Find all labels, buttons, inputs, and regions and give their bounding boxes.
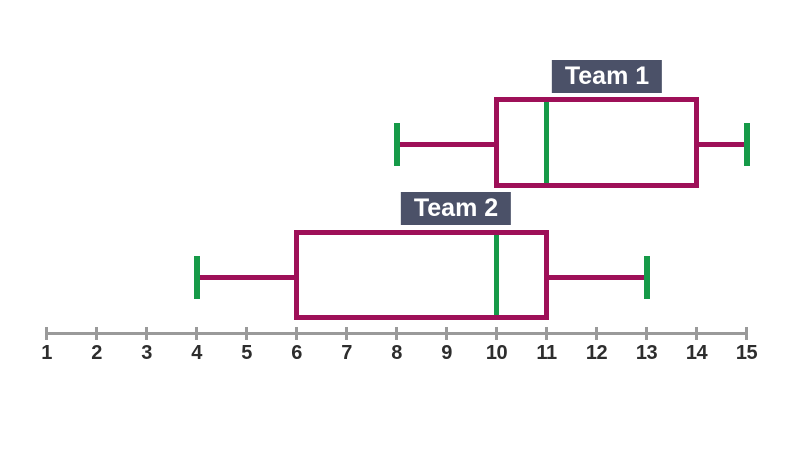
whisker-line-left-team-2 <box>196 274 297 280</box>
whisker-cap-min-team-2 <box>193 255 200 299</box>
box-team-1 <box>494 97 699 188</box>
axis-tick-label: 13 <box>635 342 658 364</box>
axis-tick-label: 11 <box>536 342 557 364</box>
axis-tick-label: 9 <box>441 342 452 364</box>
axis-tick <box>45 326 48 340</box>
axis-tick <box>745 326 748 340</box>
axis-tick <box>445 326 448 340</box>
axis-tick <box>495 326 498 340</box>
axis-tick-label: 10 <box>485 342 508 364</box>
axis-tick <box>95 326 98 340</box>
axis-tick <box>595 326 598 340</box>
whisker-cap-min-team-1 <box>393 122 400 166</box>
whisker-cap-max-team-2 <box>643 255 650 299</box>
median-line-team-2 <box>494 235 499 315</box>
series-label-team-1: Team 1 <box>551 60 663 93</box>
whisker-line-right-team-1 <box>696 141 747 147</box>
axis-tick-label: 14 <box>685 342 708 364</box>
axis-tick-label: 1 <box>41 342 52 364</box>
axis-tick <box>195 326 198 340</box>
whisker-cap-max-team-1 <box>743 122 750 166</box>
axis-tick-label: 12 <box>585 342 608 364</box>
axis-tick-label: 7 <box>341 342 352 364</box>
axis-tick <box>645 326 648 340</box>
axis-tick <box>295 326 298 340</box>
axis-tick <box>245 326 248 340</box>
series-label-team-2: Team 2 <box>400 192 512 225</box>
axis-tick-label: 4 <box>191 342 202 364</box>
whisker-line-right-team-2 <box>546 274 647 280</box>
box-team-2 <box>294 230 549 320</box>
axis-tick-label: 6 <box>291 342 302 364</box>
axis-tick-label: 3 <box>141 342 152 364</box>
axis-tick <box>545 326 548 340</box>
axis-tick-label: 8 <box>391 342 402 364</box>
axis-tick-label: 5 <box>241 342 252 364</box>
axis-tick <box>395 326 398 340</box>
axis-tick-label: 15 <box>735 342 758 364</box>
axis-tick-label: 2 <box>91 342 102 364</box>
axis-tick <box>695 326 698 340</box>
median-line-team-1 <box>544 102 549 183</box>
axis-tick <box>145 326 148 340</box>
axis-tick <box>345 326 348 340</box>
whisker-line-left-team-1 <box>396 141 497 147</box>
